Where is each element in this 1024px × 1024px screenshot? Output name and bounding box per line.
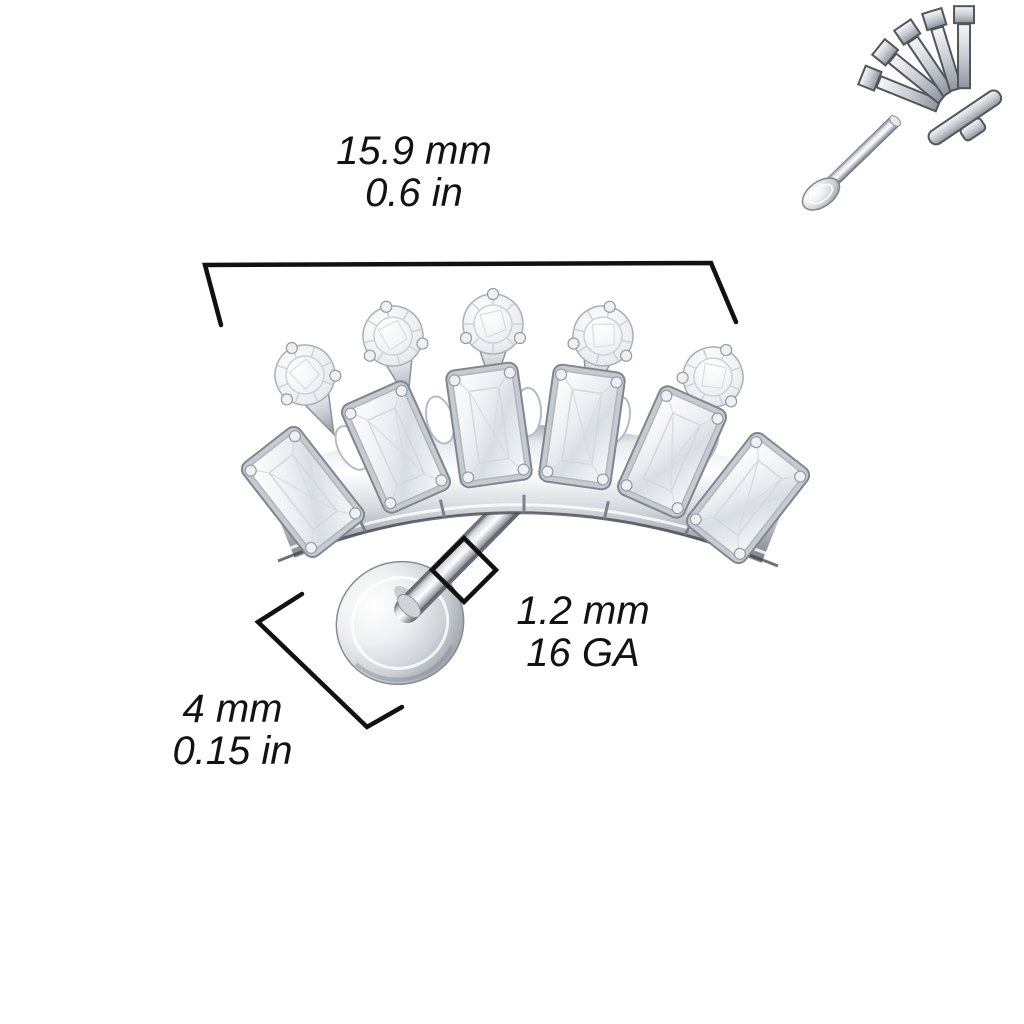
base-bracket bbox=[254, 591, 405, 730]
gauge-label: 1.2 mm 16 GA bbox=[478, 590, 688, 675]
length-label: 15.9 mm 0.6 in bbox=[264, 130, 564, 215]
inset-crown-top bbox=[856, 5, 1003, 146]
gauge-size: 16 GA bbox=[526, 631, 640, 676]
baguette-gem bbox=[444, 360, 534, 490]
base-label: 4 mm 0.15 in bbox=[130, 688, 335, 773]
baguette-gem bbox=[537, 362, 627, 492]
gauge-diamond-callout bbox=[428, 534, 500, 606]
gauge-metric: 1.2 mm bbox=[516, 589, 650, 633]
length-bracket bbox=[202, 260, 739, 328]
labret-stud bbox=[237, 287, 814, 686]
base-metric: 4 mm bbox=[182, 687, 283, 731]
length-imperial: 0.6 in bbox=[365, 171, 463, 216]
measurement-marks bbox=[202, 260, 739, 730]
parts-inset bbox=[801, 5, 1003, 211]
length-metric: 15.9 mm bbox=[336, 129, 492, 173]
base-imperial: 0.15 in bbox=[172, 729, 293, 774]
inset-labret-post bbox=[801, 115, 901, 211]
